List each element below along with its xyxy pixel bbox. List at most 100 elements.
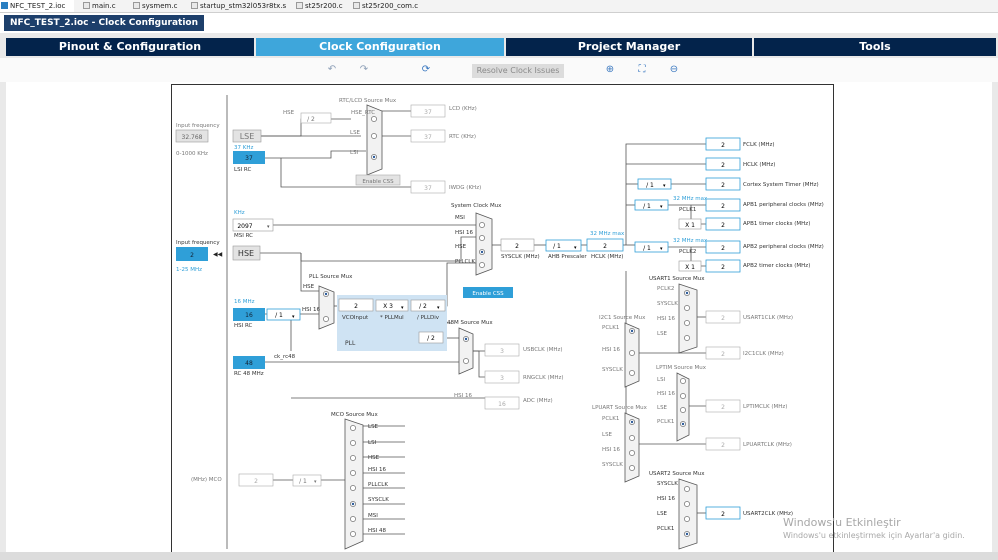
pllmul-chevron-down-icon[interactable]: ▾ xyxy=(401,305,404,311)
tab-tools[interactable]: Tools xyxy=(754,38,996,56)
tab-project-manager[interactable]: Project Manager xyxy=(506,38,752,56)
pll-mux-selected xyxy=(324,292,328,296)
lpuart-mux-option-4[interactable] xyxy=(629,465,635,471)
usart1-mux-option-2[interactable] xyxy=(684,305,690,311)
usart1-in-2: SYSCLK xyxy=(657,301,678,307)
mco-mux-option-1[interactable] xyxy=(350,425,356,431)
mco-in-1: LSE xyxy=(368,424,379,430)
status-bar xyxy=(0,552,998,560)
sys-enable-css-button[interactable]: Enable CSS xyxy=(472,291,504,297)
resolve-clock-issues-button[interactable]: Resolve Clock Issues xyxy=(472,64,564,78)
48m-mux-option-rc48[interactable] xyxy=(463,358,469,364)
hclk-label: HCLK (MHz) xyxy=(591,254,623,260)
cortex-div-select[interactable]: / 1 xyxy=(646,182,654,189)
usart2-source-mux[interactable] xyxy=(678,478,698,550)
hse-input-field[interactable]: 2 xyxy=(190,252,194,259)
ahb-chevron-down-icon[interactable]: ▾ xyxy=(574,245,577,251)
sysclk-value: 2 xyxy=(515,243,519,250)
file-tab-st25r200-com[interactable]: st25r200_com.c xyxy=(352,0,444,12)
editor-title-bar: NFC_TEST_2.ioc - Clock Configuration xyxy=(0,13,998,33)
zoom-out-icon[interactable]: ⊖ xyxy=(669,64,679,75)
mco-mux-option-3[interactable] xyxy=(350,455,356,461)
lse-input-field[interactable]: 32.768 xyxy=(182,134,203,141)
apb1-periph-label: APB1 peripheral clocks (MHz) xyxy=(743,202,824,208)
sys-mux-option-pllclk[interactable] xyxy=(479,262,485,268)
rtc-mux-option-lse[interactable] xyxy=(371,133,377,139)
lptim-mux-option-2[interactable] xyxy=(680,393,686,399)
system-clock-mux[interactable] xyxy=(475,212,493,276)
tab-clock-configuration[interactable]: Clock Configuration xyxy=(256,38,504,56)
msi-chevron-down-icon[interactable]: ▾ xyxy=(267,224,270,230)
ahb-max: 32 MHz max xyxy=(590,231,625,237)
mco-mux-option-5[interactable] xyxy=(350,485,356,491)
lpuart-in-3: HSI 16 xyxy=(602,447,620,453)
file-tab-main[interactable]: main.c xyxy=(82,0,140,12)
hclk-value-field[interactable]: 2 xyxy=(603,243,607,250)
lsi-value: 37 xyxy=(245,155,253,162)
apb1-chevron-down-icon[interactable]: ▾ xyxy=(660,204,663,210)
i2c1-mux-option-2[interactable] xyxy=(629,350,635,356)
usart1-source-mux[interactable] xyxy=(678,283,698,354)
lptim-mux-option-1[interactable] xyxy=(680,378,686,384)
rtc-hse-div-select[interactable]: / 2 xyxy=(307,116,315,123)
apb2-div-select[interactable]: / 1 xyxy=(643,245,651,252)
pll-div-chevron-down-icon[interactable]: ▾ xyxy=(292,314,295,320)
usart1-mux-option-3[interactable] xyxy=(684,320,690,326)
usart1-mux-option-4[interactable] xyxy=(684,335,690,341)
sys-msi-label: MSI xyxy=(455,215,465,221)
redo-icon[interactable]: ↷ xyxy=(359,64,369,75)
mco-mux-option-4[interactable] xyxy=(350,470,356,476)
rtc-hse-rtc-label: HSE_RTC xyxy=(351,110,375,116)
file-tab-sysmem[interactable]: sysmem.c xyxy=(132,0,198,12)
lptim-source-mux[interactable] xyxy=(676,372,690,442)
rtc-enable-css-button[interactable]: Enable CSS xyxy=(362,179,394,185)
apb2-chevron-down-icon[interactable]: ▾ xyxy=(660,246,663,252)
activation-watermark-title: Windows'u Etkinleştir xyxy=(783,516,901,529)
mco-mux-option-8[interactable] xyxy=(350,531,356,537)
i2c1-in-3: SYSCLK xyxy=(602,367,623,373)
msi-value-field[interactable]: 2097 xyxy=(237,223,252,230)
usart2-mux-option-3[interactable] xyxy=(684,516,690,522)
cortex-chevron-down-icon[interactable]: ▾ xyxy=(663,183,666,189)
lptim-value: 2 xyxy=(721,404,725,411)
mco-chevron-down-icon[interactable]: ▾ xyxy=(314,479,317,485)
mx-icon xyxy=(1,2,8,9)
hsi48-value: 48 xyxy=(245,360,253,367)
48m-source-mux[interactable] xyxy=(458,327,474,375)
rtc-mux-option-hse[interactable] xyxy=(371,116,377,122)
ahb-prescaler-select[interactable]: / 1 xyxy=(553,243,561,250)
file-tab-startup[interactable]: startup_stm32l053r8tx.s xyxy=(190,0,305,12)
sys-mux-option-hsi16[interactable] xyxy=(479,235,485,241)
pll-source-mux[interactable] xyxy=(318,285,335,330)
cortex-timer-value: 2 xyxy=(721,182,725,189)
lpuart-source-mux[interactable] xyxy=(624,412,640,483)
mco-mux-option-2[interactable] xyxy=(350,440,356,446)
mco-in-3: HSE xyxy=(368,455,380,461)
lpuart-mux-option-3[interactable] xyxy=(629,450,635,456)
apb1-div-select[interactable]: / 1 xyxy=(643,203,651,210)
file-tab-ioc[interactable]: NFC_TEST_2.ioc xyxy=(0,0,74,12)
pllmul-select[interactable]: X 3 xyxy=(383,303,393,310)
lpuart-mux-option-2[interactable] xyxy=(629,435,635,441)
refresh-icon[interactable]: ⟳ xyxy=(421,64,431,75)
plldiv-select[interactable]: / 2 xyxy=(419,303,427,310)
file-tab-st25r200[interactable]: st25r200.c xyxy=(295,0,362,12)
usart2-mux-option-2[interactable] xyxy=(684,501,690,507)
pll-source-div-select[interactable]: / 1 xyxy=(275,312,283,319)
i2c1-mux-option-3[interactable] xyxy=(629,370,635,376)
undo-icon[interactable]: ↶ xyxy=(327,64,337,75)
sys-mux-option-msi[interactable] xyxy=(479,222,485,228)
fit-screen-icon[interactable]: ⛶ xyxy=(638,64,646,75)
rtc-mux[interactable] xyxy=(366,104,383,176)
lptim-mux-option-3[interactable] xyxy=(680,407,686,413)
mco-div-select[interactable]: / 1 xyxy=(299,478,307,485)
mco-value: 2 xyxy=(254,478,258,485)
zoom-in-icon[interactable]: ⊕ xyxy=(605,64,615,75)
plldiv-chevron-down-icon[interactable]: ▾ xyxy=(437,305,440,311)
pll-mux-option-hsi16[interactable] xyxy=(323,316,329,322)
mco-source-mux[interactable] xyxy=(344,418,364,550)
mco-mux-option-7[interactable] xyxy=(350,516,356,522)
usart2-value: 2 xyxy=(721,511,725,518)
tab-pinout[interactable]: Pinout & Configuration xyxy=(6,38,254,56)
usart2-mux-option-1[interactable] xyxy=(684,486,690,492)
